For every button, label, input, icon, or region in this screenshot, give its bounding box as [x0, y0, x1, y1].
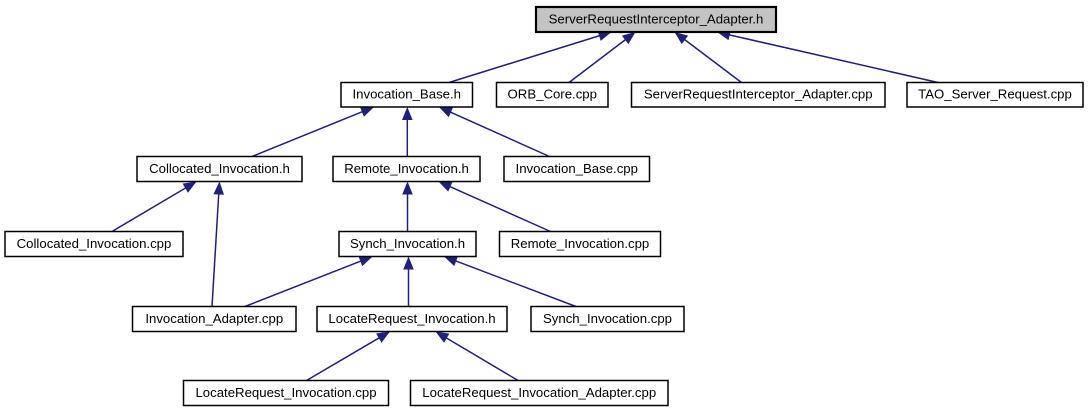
svg-text:ServerRequestInterceptor_Adapt: ServerRequestInterceptor_Adapter.h — [549, 11, 764, 26]
svg-text:TAO_Server_Request.cpp: TAO_Server_Request.cpp — [918, 87, 1072, 102]
svg-text:Synch_Invocation.h: Synch_Invocation.h — [350, 236, 465, 251]
svg-text:LocateRequest_Invocation.h: LocateRequest_Invocation.h — [328, 311, 495, 326]
svg-text:Remote_Invocation.h: Remote_Invocation.h — [344, 161, 469, 176]
svg-text:Invocation_Adapter.cpp: Invocation_Adapter.cpp — [145, 311, 283, 326]
svg-text:Remote_Invocation.cpp: Remote_Invocation.cpp — [511, 236, 650, 251]
svg-text:LocateRequest_Invocation.cpp: LocateRequest_Invocation.cpp — [195, 385, 376, 400]
svg-text:Collocated_Invocation.cpp: Collocated_Invocation.cpp — [17, 236, 172, 251]
svg-text:Invocation_Base.h: Invocation_Base.h — [352, 87, 461, 102]
svg-text:ORB_Core.cpp: ORB_Core.cpp — [508, 87, 597, 102]
svg-text:Synch_Invocation.cpp: Synch_Invocation.cpp — [543, 311, 672, 326]
svg-text:Invocation_Base.cpp: Invocation_Base.cpp — [516, 161, 638, 176]
svg-text:Collocated_Invocation.h: Collocated_Invocation.h — [149, 161, 290, 176]
svg-text:LocateRequest_Invocation_Adapt: LocateRequest_Invocation_Adapter.cpp — [422, 385, 656, 400]
svg-text:ServerRequestInterceptor_Adapt: ServerRequestInterceptor_Adapter.cpp — [644, 87, 873, 102]
